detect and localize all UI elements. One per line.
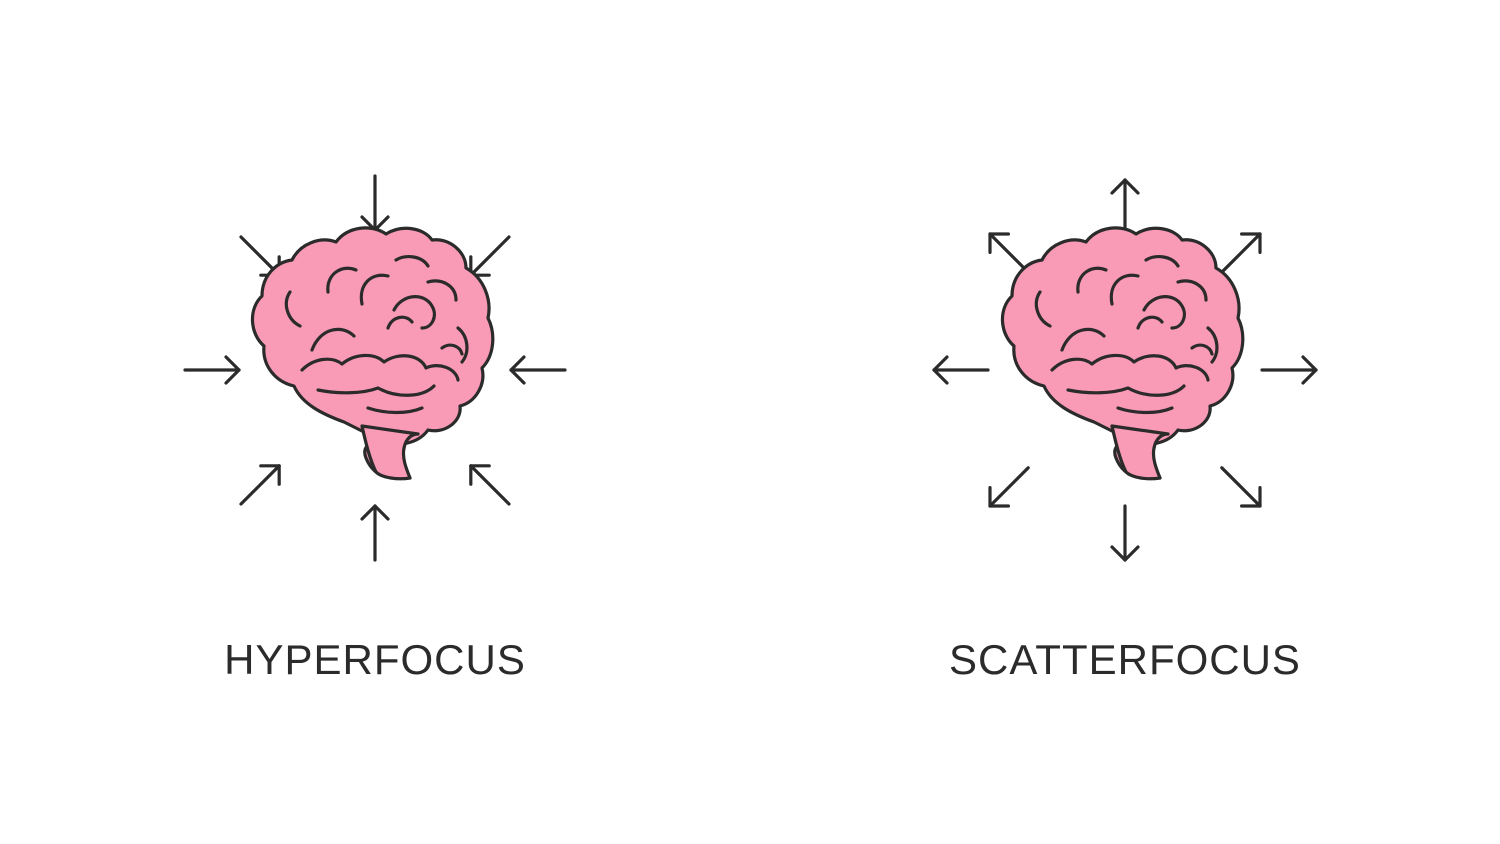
arrow-right-icon	[509, 355, 567, 385]
hyperfocus-label: HYPERFOCUS	[224, 636, 526, 683]
scatterfocus-label: SCATTERFOCUS	[949, 636, 1301, 683]
arrow-top-icon	[360, 174, 390, 232]
arrow-bottom-icon	[1110, 504, 1140, 562]
arrow-left-icon	[183, 355, 241, 385]
arrow-bottom-right-icon	[1211, 457, 1271, 517]
arrow-right-icon	[1260, 355, 1318, 385]
arrow-bottom-right-icon	[460, 455, 520, 515]
arrow-left-icon	[932, 355, 990, 385]
arrow-bottom-left-icon	[979, 457, 1039, 517]
arrow-bottom-left-icon	[230, 455, 290, 515]
scatterfocus-panel	[932, 178, 1318, 562]
hyperfocus-panel	[183, 174, 567, 562]
brain-icon	[1000, 226, 1245, 481]
arrow-top-icon	[1110, 178, 1140, 236]
brain-icon	[250, 226, 495, 481]
arrow-bottom-icon	[360, 504, 390, 562]
